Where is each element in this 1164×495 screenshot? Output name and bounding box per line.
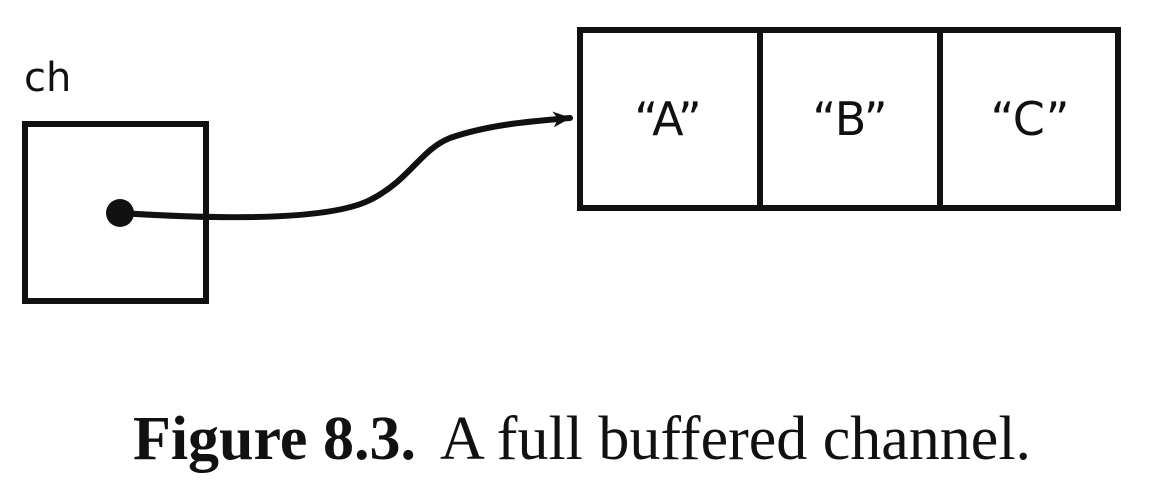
buffer-cell-a: “A” xyxy=(634,92,702,146)
figure-label: Figure 8.3. xyxy=(132,405,416,473)
pointer-arrow xyxy=(117,111,573,221)
figure-caption: Figure 8.3. A full buffered channel. xyxy=(0,408,1164,470)
buffer-frame xyxy=(577,27,1121,211)
figure-caption-text: A full buffered channel. xyxy=(439,405,1032,473)
buffer-cell-c: “C” xyxy=(990,92,1070,146)
pointer-dot xyxy=(106,199,134,227)
variable-box xyxy=(22,121,209,304)
buffer-cell-b: “B” xyxy=(812,92,888,146)
variable-name: ch xyxy=(24,55,72,101)
